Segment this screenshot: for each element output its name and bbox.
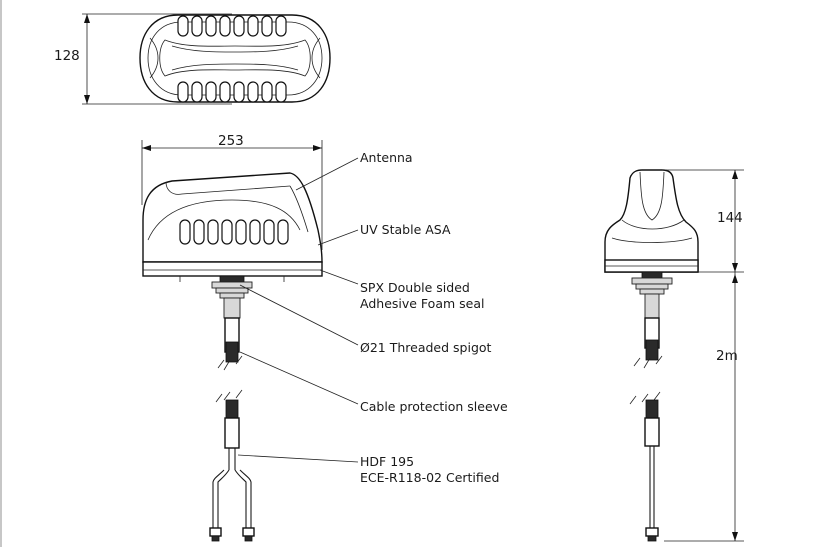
dimension-2m-label: 2m — [716, 348, 738, 364]
dimension-2m: 2m — [664, 272, 744, 542]
dimension-144-label: 144 — [717, 210, 743, 226]
dimension-253-label: 253 — [218, 133, 244, 149]
side-view — [604, 169, 699, 542]
page-edge — [0, 0, 2, 547]
top-view-slots-lower — [177, 81, 287, 103]
callout-antenna: Antenna — [360, 150, 413, 165]
dimension-128-label: 128 — [54, 48, 80, 64]
callout-seal-line1: SPX Double sided — [360, 280, 470, 295]
top-view — [139, 14, 331, 103]
callout-cable-line1: HDF 195 — [360, 454, 414, 469]
front-view-slots — [179, 219, 289, 245]
callout-seal-line2: Adhesive Foam seal — [360, 296, 484, 311]
dimension-128: 128 — [54, 13, 232, 105]
top-view-slots-upper — [177, 15, 287, 37]
dimension-144: 144 — [662, 169, 744, 273]
callout-sleeve: Cable protection sleeve — [360, 399, 508, 414]
front-view: 253 — [141, 133, 323, 542]
callouts: Antenna UV Stable ASA SPX Double sided A… — [237, 150, 508, 485]
callout-uv-asa: UV Stable ASA — [360, 222, 451, 237]
callout-cable-line2: ECE-R118-02 Certified — [360, 470, 499, 485]
callout-spigot: Ø21 Threaded spigot — [360, 340, 492, 355]
